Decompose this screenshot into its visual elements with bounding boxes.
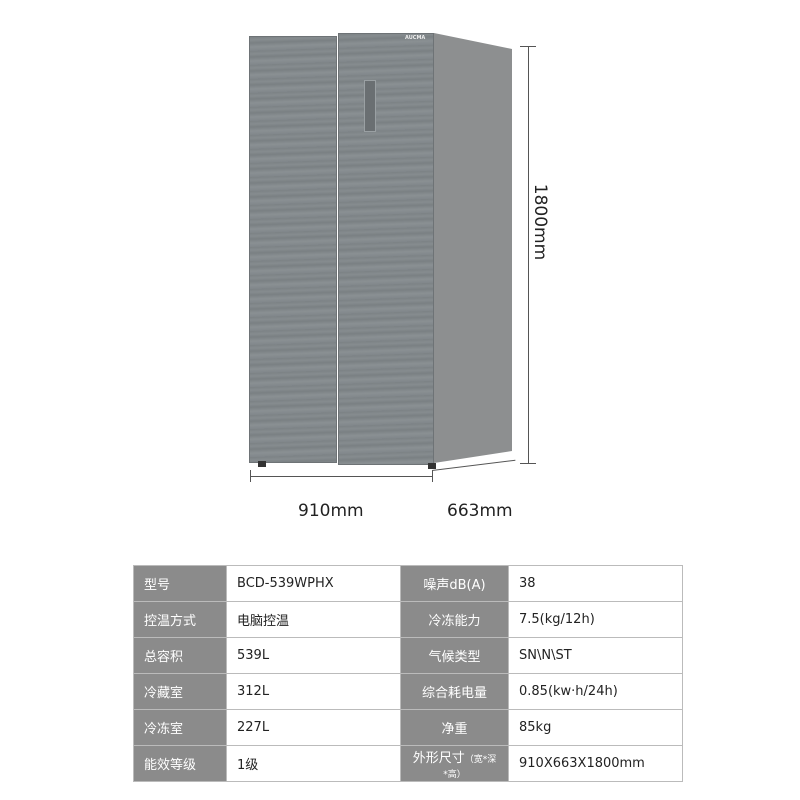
spec-key-text: 净重 — [441, 722, 468, 737]
spec-value: 312L — [226, 673, 401, 710]
dimension-tick — [520, 463, 536, 464]
spec-row: 型号 BCD-539WPHX 噪声dB(A) 38 — [133, 565, 683, 602]
depth-label: 663mm — [447, 501, 513, 521]
spec-key-note: （宽*深*高） — [443, 754, 497, 780]
width-label: 910mm — [298, 501, 364, 521]
spec-key-text: 外形尺寸 — [412, 750, 465, 766]
spec-value: 0.85(kw·h/24h) — [508, 673, 683, 710]
fridge-left-door — [249, 36, 337, 463]
fridge-side-panel — [434, 33, 512, 463]
fridge-right-door — [338, 33, 434, 465]
fridge-foot — [428, 463, 436, 469]
spec-key-text: 气候类型 — [428, 650, 481, 665]
spec-row: 冷藏室 312L 综合耗电量 0.85(kw·h/24h) — [133, 673, 683, 710]
spec-value: 7.5(kg/12h) — [508, 601, 683, 638]
spec-value: 85kg — [508, 709, 683, 746]
height-dimension-line — [528, 46, 529, 464]
dimension-tick — [432, 470, 433, 482]
spec-key-text: 综合耗电量 — [421, 686, 487, 701]
spec-key: 冷藏室 — [133, 673, 227, 710]
spec-value: 电脑控温 — [226, 601, 401, 638]
spec-key: 总容积 — [133, 637, 227, 674]
width-dimension-line — [250, 476, 432, 477]
spec-key-text: 噪声dB(A) — [423, 578, 486, 593]
dimension-tick — [520, 46, 536, 47]
spec-key: 外形尺寸（宽*深*高） — [400, 745, 509, 782]
spec-row: 能效等级 1级 外形尺寸（宽*深*高） 910X663X1800mm — [133, 745, 683, 782]
spec-key: 冷冻能力 — [400, 601, 509, 638]
brand-logo: AUCMA — [405, 35, 426, 41]
spec-value: 227L — [226, 709, 401, 746]
spec-key: 能效等级 — [133, 745, 227, 782]
spec-row: 控温方式 电脑控温 冷冻能力 7.5(kg/12h) — [133, 601, 683, 638]
spec-value: BCD-539WPHX — [226, 565, 401, 602]
depth-dimension-line — [431, 459, 516, 471]
spec-key: 型号 — [133, 565, 227, 602]
fridge-foot — [258, 461, 266, 467]
spec-row: 冷冻室 227L 净重 85kg — [133, 709, 683, 746]
spec-value: SN\N\ST — [508, 637, 683, 674]
spec-value: 38 — [508, 565, 683, 602]
spec-value: 1级 — [226, 745, 401, 782]
spec-key: 控温方式 — [133, 601, 227, 638]
control-panel — [364, 80, 376, 132]
spec-key: 气候类型 — [400, 637, 509, 674]
spec-key: 综合耗电量 — [400, 673, 509, 710]
spec-key: 净重 — [400, 709, 509, 746]
dimension-tick — [250, 470, 251, 482]
spec-key: 噪声dB(A) — [400, 565, 509, 602]
spec-value: 539L — [226, 637, 401, 674]
spec-value: 910X663X1800mm — [508, 745, 683, 782]
spec-key: 冷冻室 — [133, 709, 227, 746]
spec-key-text: 冷冻能力 — [428, 614, 481, 629]
spec-row: 总容积 539L 气候类型 SN\N\ST — [133, 637, 683, 674]
height-label: 1800mm — [530, 183, 550, 261]
